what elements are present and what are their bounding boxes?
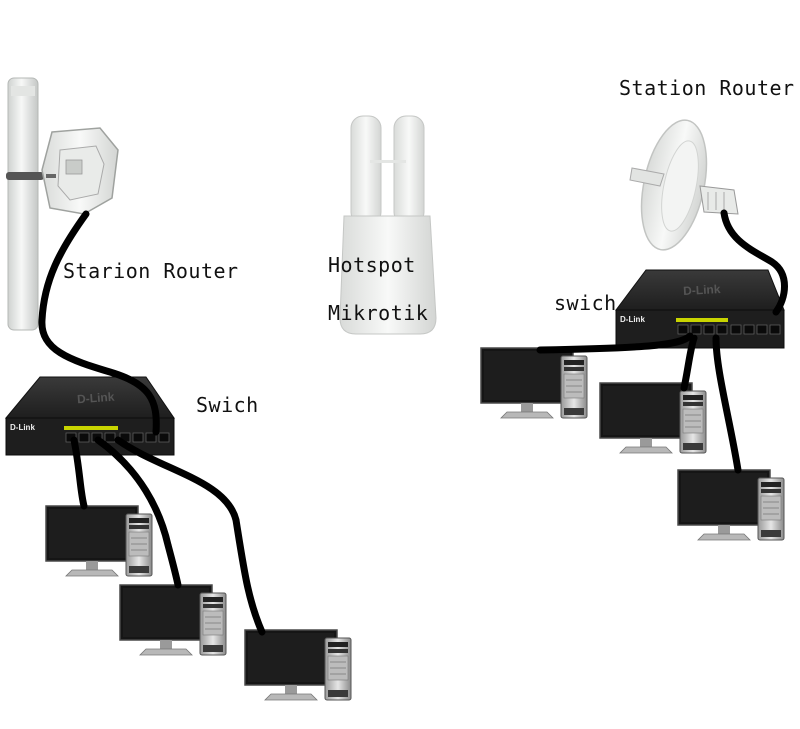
right-computer-1-icon (480, 347, 588, 419)
left-switch-label: Swich (196, 393, 259, 417)
right-switch-label: swich (554, 291, 617, 315)
svg-text:D-Link: D-Link (683, 282, 721, 298)
cable-left-switch-to-pc3 (114, 436, 266, 636)
svg-text:D-Link: D-Link (10, 423, 35, 432)
cable-right-switch-to-pc3 (712, 334, 742, 474)
cable-right-switch-to-pc2 (680, 334, 698, 392)
hotspot-access-point-icon (339, 115, 437, 335)
hotspot-label-line1: Hotspot (328, 253, 416, 277)
right-computer-2-icon (599, 382, 707, 454)
right-computer-3-icon (677, 469, 785, 541)
cable-left-switch-to-pc1 (70, 436, 88, 510)
right-router-label: Station Router (619, 76, 795, 100)
left-router-label: Starion Router (63, 259, 239, 283)
left-computer-1-icon (45, 505, 153, 577)
left-computer-2-icon (119, 584, 227, 656)
hotspot-label-line2: Mikrotik (328, 301, 429, 325)
sector-antenna-router-icon (6, 77, 119, 331)
cable-left-switch-to-pc2 (94, 436, 182, 589)
left-switch-icon: D-Link D-Link (4, 376, 175, 456)
dish-station-router-icon (629, 119, 739, 251)
cable-right-switch-to-pc1 (536, 332, 694, 354)
left-computer-3-icon (244, 629, 352, 701)
svg-text:D-Link: D-Link (620, 315, 645, 324)
cable-left-router-to-switch (38, 210, 160, 436)
cable-right-router-to-switch (720, 209, 788, 316)
right-switch-icon: D-Link D-Link (615, 269, 785, 349)
network-cables (38, 209, 788, 636)
svg-text:D-Link: D-Link (77, 390, 116, 407)
